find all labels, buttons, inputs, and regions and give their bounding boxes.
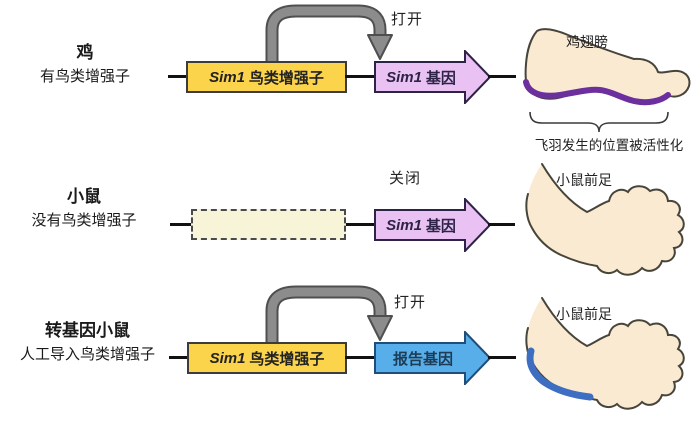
gene-name: 报告基因 — [392, 350, 453, 368]
switch-state-label: 关闭 — [389, 170, 422, 187]
dna-line — [169, 356, 187, 359]
gene-arrow-icon — [374, 50, 492, 104]
dna-line — [345, 75, 375, 78]
enhancer-box: Sim1 鸟类增强子 — [186, 61, 347, 93]
dna-line — [488, 75, 516, 78]
gene-name: 基因 — [425, 217, 456, 235]
illustration-label: 鸡翅膀 — [566, 34, 608, 50]
gene-arrow-label: 报告基因 — [376, 343, 466, 373]
activation-caption: 飞羽发生的位置被活性化 — [534, 138, 684, 153]
row-mouse-label: 小鼠 没有鸟类增强子 — [0, 186, 168, 231]
activation-curved-arrow-icon — [265, 285, 393, 343]
enhancer-box: Sim1 鸟类增强子 — [187, 342, 347, 374]
dna-line — [346, 223, 375, 226]
activated-region-stroke — [523, 79, 671, 106]
row-subtitle: 没有鸟类增强子 — [31, 212, 137, 230]
gene-name-prefix: Sim1 — [386, 216, 422, 234]
mouse-forepaw-illustration — [525, 163, 685, 276]
gene-name: 基因 — [425, 69, 456, 87]
enhancer-gene-prefix: Sim1 — [209, 68, 245, 86]
mouse-forepaw-illustration — [525, 297, 685, 410]
dna-line — [488, 356, 516, 359]
illustration-label: 小鼠前足 — [556, 306, 612, 322]
enhancer-box-missing — [191, 209, 346, 240]
gene-arrow-icon — [374, 198, 492, 252]
row-title: 小鼠 — [67, 187, 101, 206]
row-transgenic-mouse-label: 转基因小鼠 人工导入鸟类增强子 — [0, 320, 175, 365]
dna-line — [168, 75, 186, 78]
dna-line — [170, 223, 191, 226]
reporter-gene-arrow-icon — [374, 331, 492, 385]
switch-state-label: 打开 — [394, 294, 427, 311]
enhancer-label: 鸟类增强子 — [249, 350, 325, 368]
row-chicken-label: 鸡 有鸟类增强子 — [0, 42, 170, 87]
activation-curved-arrow-icon — [265, 4, 393, 62]
enhancer-label: 鸟类增强子 — [248, 69, 324, 87]
gene-arrow-label: Sim1 基因 — [376, 210, 466, 240]
gene-arrow-label: Sim1 基因 — [376, 62, 466, 92]
row-subtitle: 有鸟类增强子 — [39, 68, 130, 86]
dna-line — [488, 223, 515, 226]
switch-state-label: 打开 — [391, 11, 424, 28]
row-subtitle: 人工导入鸟类增强子 — [19, 346, 155, 364]
illustration-label: 小鼠前足 — [556, 172, 612, 188]
enhancer-gene-prefix: Sim1 — [209, 349, 246, 367]
row-title: 转基因小鼠 — [45, 321, 130, 340]
row-title: 鸡 — [76, 43, 94, 62]
activated-region-stroke — [526, 347, 594, 401]
dna-line — [345, 356, 375, 359]
chicken-wing-illustration — [523, 28, 691, 133]
gene-name-prefix: Sim1 — [386, 68, 422, 86]
brace-icon — [529, 111, 669, 133]
